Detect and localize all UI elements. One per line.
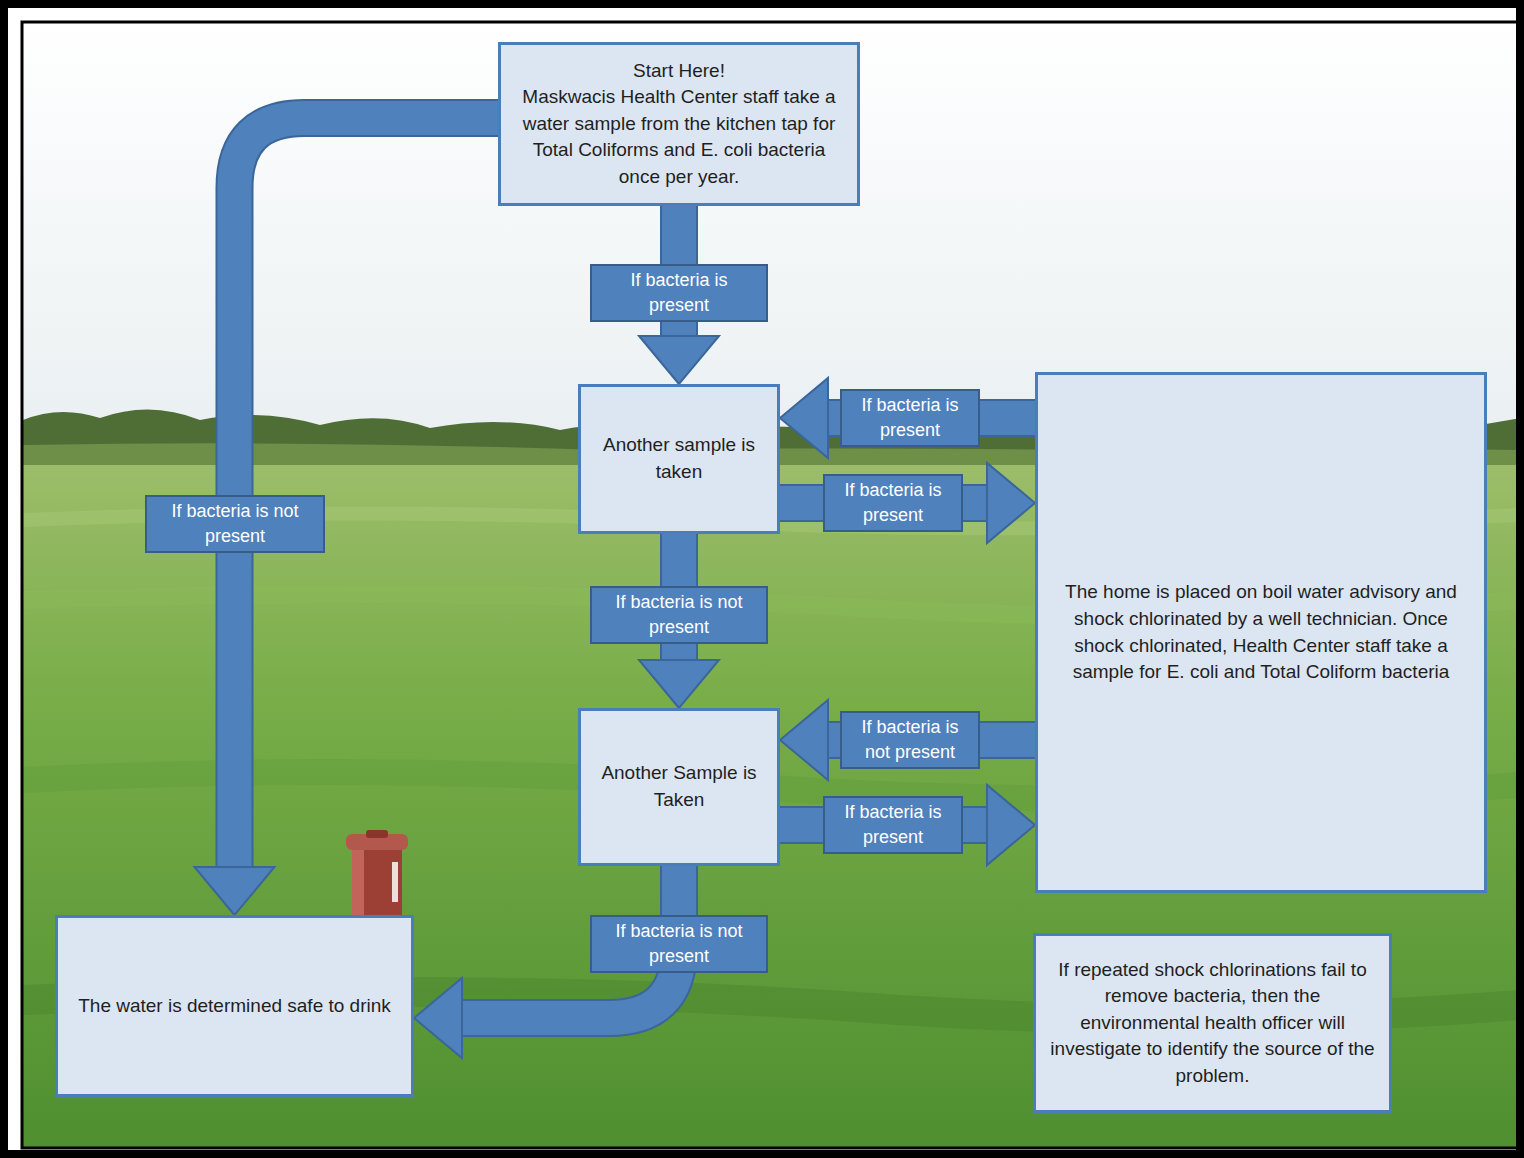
box-text: Maskwacis Health Center staff take a wat… — [515, 84, 843, 190]
arrow-label: If bacteria is present — [840, 389, 980, 447]
arrow-head — [639, 336, 719, 384]
arrow-head — [639, 660, 719, 708]
process-box: Another Sample is Taken — [578, 708, 780, 866]
box-text: The water is determined safe to drink — [78, 993, 391, 1020]
arrow-label: If bacteria is present — [823, 796, 963, 854]
note-box: If repeated shock chlorinations fail to … — [1033, 933, 1392, 1113]
box-text: If repeated shock chlorinations fail to … — [1048, 957, 1377, 1090]
arrow-label: If bacteria is not present — [145, 495, 325, 553]
box-heading: Start Here! — [633, 58, 725, 85]
arrow-head — [195, 867, 275, 915]
well-tag — [392, 862, 398, 902]
arrow-label: If bacteria is present — [590, 264, 768, 322]
arrow-label: If bacteria is present — [823, 474, 963, 532]
result-box: The water is determined safe to drink — [55, 915, 414, 1097]
well-post — [352, 846, 402, 918]
arrow-head — [987, 463, 1035, 543]
arrow-head — [780, 700, 828, 780]
block-arrow — [780, 463, 1035, 543]
box-text: The home is placed on boil water advisor… — [1056, 579, 1466, 685]
arrow-label: If bacteria is not present — [840, 711, 980, 769]
process-box: Another sample is taken — [578, 384, 780, 534]
arrow-shaft — [235, 118, 499, 867]
arrow-outline — [235, 118, 499, 867]
arrow-head — [780, 378, 828, 458]
block-arrow — [780, 785, 1035, 865]
inner-frame — [22, 22, 1522, 1148]
arrow-head — [414, 978, 462, 1058]
well-cap-top — [366, 830, 388, 838]
arrow-label: If bacteria is not present — [590, 915, 768, 973]
arrow-label: If bacteria is not present — [590, 586, 768, 644]
well-post-highlight — [352, 846, 364, 918]
box-text: Another Sample is Taken — [591, 760, 767, 813]
outer-frame — [4, 4, 1520, 1154]
block-arrow — [780, 700, 1035, 780]
advisory-box: The home is placed on boil water advisor… — [1035, 372, 1487, 893]
block-arrow — [780, 378, 1035, 458]
arrow-head — [987, 785, 1035, 865]
start-box: Start Here!Maskwacis Health Center staff… — [498, 42, 860, 206]
box-text: Another sample is taken — [591, 432, 767, 485]
